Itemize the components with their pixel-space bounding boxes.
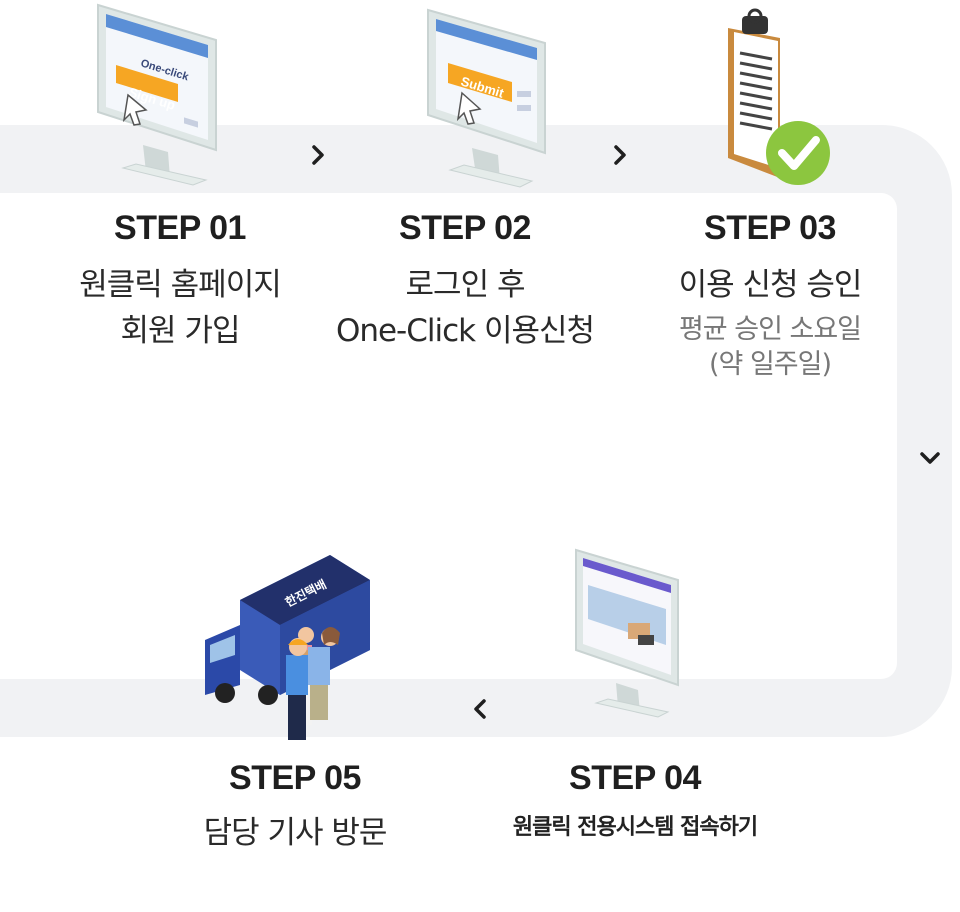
step-03-title: STEP 03 [704, 209, 836, 247]
step-02-line-2: One-Click 이용신청 [335, 313, 595, 349]
step-01-title: STEP 01 [114, 209, 246, 247]
step-03: STEP 03 이용 신청 승인 평균 승인 소요일 (약 일주일) [620, 208, 920, 382]
step-03-sub-1: 평균 승인 소요일 [678, 314, 862, 345]
step2-monitor-illustration: Submit [427, 8, 546, 188]
step3-clipboard-illustration [728, 8, 830, 185]
step1-monitor-illustration: One-click Sign up [97, 3, 217, 186]
step-03-sub-2: (약 일주일) [708, 349, 832, 380]
step-05-title: STEP 05 [229, 759, 361, 797]
step-04-line-1: 원클릭 전용시스템 접속하기 [512, 815, 758, 840]
step-01-line-1: 원클릭 홈페이지 [79, 267, 282, 303]
step-02-title: STEP 02 [399, 209, 531, 247]
step-02-line-1: 로그인 후 [405, 267, 526, 303]
step-05: STEP 05 담당 기사 방문 [150, 758, 440, 856]
step4-monitor-illustration [575, 548, 679, 718]
chevron-left-icon [474, 699, 486, 719]
chevron-down-icon [920, 452, 940, 464]
chevron-right-icon [312, 145, 324, 165]
chevron-right-icon [614, 145, 626, 165]
checkmark-icon [778, 136, 820, 170]
step-02: STEP 02 로그인 후 One-Click 이용신청 [300, 208, 630, 354]
process-track-inner [0, 193, 897, 679]
step-05-line-1: 담당 기사 방문 [203, 815, 388, 851]
step-04: STEP 04 원클릭 전용시스템 접속하기 [470, 758, 800, 848]
step-01: STEP 01 원클릭 홈페이지 회원 가입 [35, 208, 325, 354]
step-01-line-2: 회원 가입 [120, 313, 241, 349]
step-04-title: STEP 04 [569, 759, 701, 797]
step5-truck-illustration: 한진택배 [205, 555, 370, 740]
step-03-line-1: 이용 신청 승인 [678, 267, 863, 303]
